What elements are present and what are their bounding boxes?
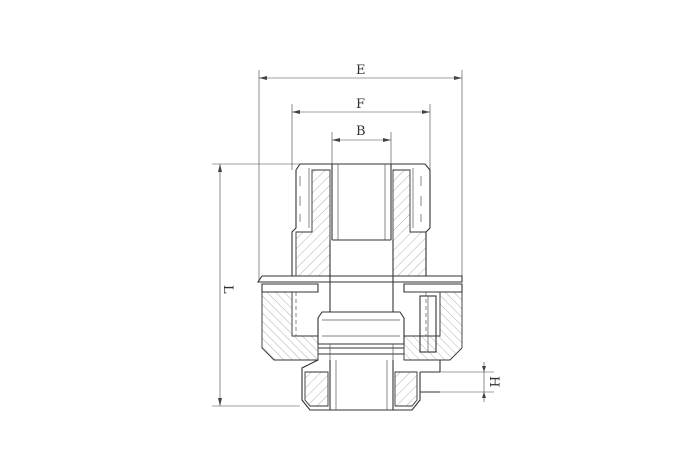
dimension-l-label: L	[220, 285, 235, 294]
nut-right-hatch	[403, 291, 463, 361]
dimension-b-label: B	[356, 124, 366, 139]
lower-wall-left-hatch	[304, 371, 329, 407]
inner-spigot	[317, 311, 405, 360]
dimension-f-label: F	[356, 97, 365, 112]
upper-wall-left-hatch	[295, 169, 331, 277]
union-nut	[256, 275, 463, 361]
dimension-l: L	[212, 163, 305, 407]
dimension-f: F	[291, 97, 431, 170]
dimension-h: H	[440, 362, 501, 402]
upper-body	[291, 163, 431, 312]
lower-body	[301, 359, 441, 411]
dimension-b: B	[331, 124, 392, 165]
dimension-h-label: H	[486, 376, 501, 387]
dimension-e-label: E	[356, 63, 366, 78]
thread-lines-left	[299, 168, 310, 228]
thread-lines-right	[412, 168, 422, 228]
nut-left-hatch	[261, 291, 319, 361]
dimension-e: E	[258, 63, 463, 282]
lower-wall-right-hatch	[394, 371, 418, 407]
